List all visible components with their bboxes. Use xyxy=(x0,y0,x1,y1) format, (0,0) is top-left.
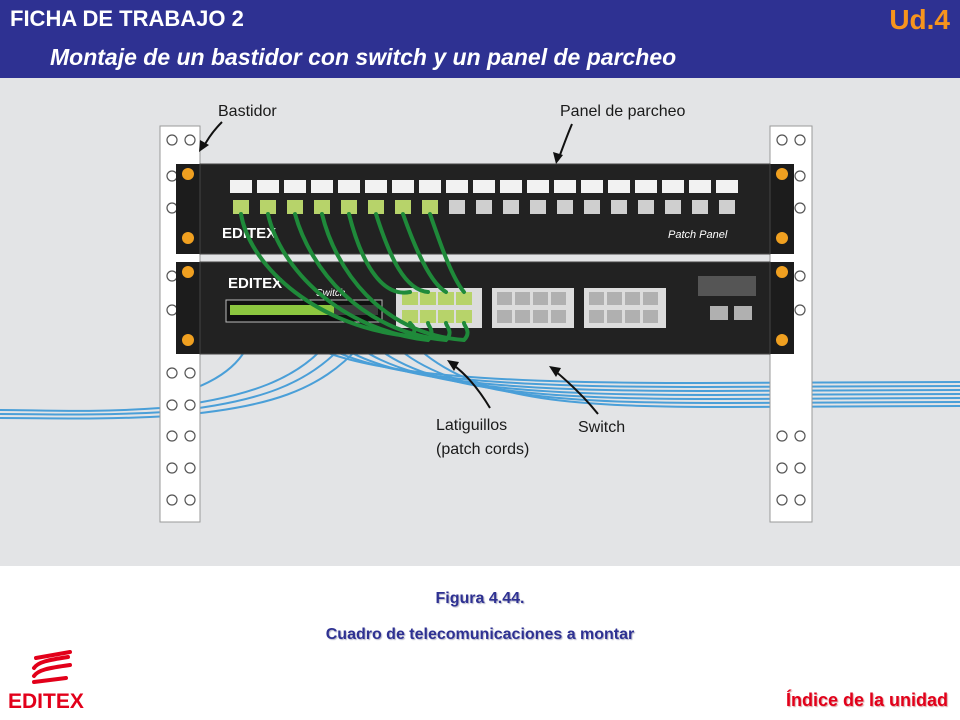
label-patch-panel: Panel de parcheo xyxy=(560,103,686,120)
screw-icon xyxy=(776,232,788,244)
worksheet-subtitle: Montaje de un bastidor con switch y un p… xyxy=(50,44,677,70)
switch-display xyxy=(698,276,756,296)
editex-logo: EDITEX xyxy=(8,648,104,714)
network-switch: EDITEX Switch xyxy=(176,261,794,355)
screw-icon xyxy=(182,266,194,278)
label-switch: Switch xyxy=(578,419,625,436)
callouts: Bastidor Panel de parcheo Latiguillos (p… xyxy=(199,103,686,458)
arrow-head-icon xyxy=(447,360,459,371)
label-patch-cords-line1: Latiguillos xyxy=(436,417,507,434)
switch-brand: EDITEX xyxy=(228,275,282,292)
screw-icon xyxy=(776,168,788,180)
worksheet-title: FICHA DE TRABAJO 2 xyxy=(10,6,244,31)
switch-model: Switch xyxy=(316,288,346,299)
patch-panel: EDITEX Patch Panel xyxy=(176,163,794,255)
editex-emblem-icon xyxy=(32,650,72,684)
label-rack: Bastidor xyxy=(218,103,277,120)
editex-wordmark: EDITEX xyxy=(8,690,84,713)
unit-index-link[interactable]: Índice de la unidad xyxy=(785,690,948,710)
patch-panel-brand: EDITEX xyxy=(222,225,276,242)
screw-icon xyxy=(182,232,194,244)
screw-icon xyxy=(776,266,788,278)
patch-panel-model: Patch Panel xyxy=(668,229,728,241)
patch-cords xyxy=(239,212,470,343)
unit-badge: Ud.4 xyxy=(889,4,950,35)
rack-illustration: EDITEX Patch Panel EDITEX Switch xyxy=(0,103,960,523)
network-cables-right xyxy=(299,339,960,409)
screw-icon xyxy=(776,334,788,346)
patch-panel-labels xyxy=(230,180,738,193)
figure-caption: Cuadro de telecomunicaciones a montar xyxy=(325,626,635,643)
rack-diagram: EDITEX Patch Panel EDITEX Switch xyxy=(0,78,960,566)
slide-header: FICHA DE TRABAJO 2 Montaje de un bastido… xyxy=(0,0,960,78)
figure-number: Figura 4.44. xyxy=(435,590,525,607)
arrow-head-icon xyxy=(549,366,561,377)
patch-panel-ports xyxy=(233,200,735,214)
switch-led-bar xyxy=(230,305,334,315)
label-patch-cords-line2: (patch cords) xyxy=(436,441,529,458)
screw-icon xyxy=(182,168,194,180)
arrow-head-icon xyxy=(553,152,563,164)
screw-icon xyxy=(182,334,194,346)
arrow-head-icon xyxy=(199,140,209,152)
